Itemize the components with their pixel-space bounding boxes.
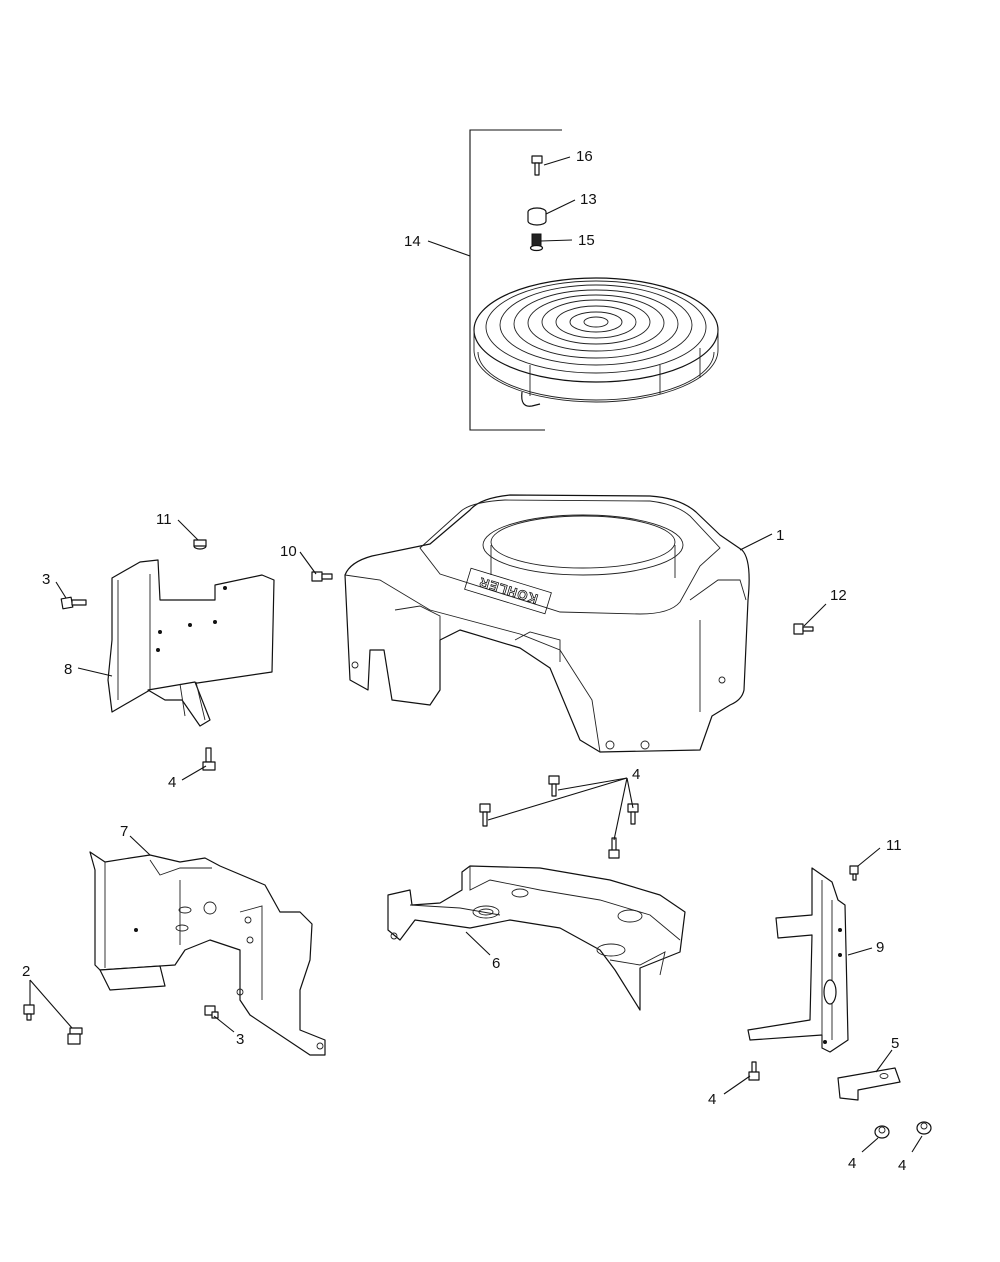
callout-4-lower-a: 4 bbox=[708, 1091, 716, 1108]
screw-4-center-d bbox=[608, 837, 620, 859]
grass-screen bbox=[473, 277, 719, 407]
part-1-blower-housing: KOHLER bbox=[344, 494, 750, 753]
callout-4-center: 4 bbox=[632, 766, 640, 783]
part-6-bottom-shroud bbox=[387, 865, 686, 1011]
screw-4-center-c bbox=[479, 803, 491, 827]
callout-4-left: 4 bbox=[168, 774, 176, 791]
nut-11-upper bbox=[193, 539, 207, 550]
screw-3-upper bbox=[60, 596, 87, 610]
callout-3-lower: 3 bbox=[236, 1031, 244, 1048]
callout-14: 14 bbox=[404, 233, 421, 250]
callout-4-lower-c: 4 bbox=[898, 1157, 906, 1174]
part-13-spacer bbox=[527, 207, 547, 226]
screw-10 bbox=[311, 571, 333, 582]
callout-6: 6 bbox=[492, 955, 500, 972]
screen-kit-group bbox=[469, 129, 719, 431]
callout-5: 5 bbox=[891, 1035, 899, 1052]
screw-12 bbox=[793, 623, 814, 635]
callout-9: 9 bbox=[876, 939, 884, 956]
callout-13: 13 bbox=[580, 191, 597, 208]
kit-bracket-line bbox=[469, 129, 562, 431]
part-7-baffle bbox=[89, 851, 326, 1056]
callout-8: 8 bbox=[64, 661, 72, 678]
leader-lines bbox=[29, 156, 923, 1153]
screw-4-lower-a bbox=[748, 1061, 760, 1081]
screw-2-a bbox=[23, 1004, 35, 1021]
screw-4-left bbox=[202, 747, 216, 771]
callout-15: 15 bbox=[578, 232, 595, 249]
callout-12: 12 bbox=[830, 587, 847, 604]
callout-3-upper: 3 bbox=[42, 571, 50, 588]
part-5-clip bbox=[837, 1067, 901, 1101]
callout-labels: 16 13 15 14 1 11 10 3 12 8 4 4 7 11 9 6 … bbox=[22, 148, 906, 1174]
callout-10: 10 bbox=[280, 543, 297, 560]
screw-4-lower-c bbox=[916, 1121, 932, 1135]
part-8-baffle bbox=[107, 559, 275, 727]
screw-3-lower bbox=[204, 1005, 219, 1019]
fasteners bbox=[23, 539, 932, 1139]
screw-4-lower-b bbox=[874, 1125, 890, 1139]
callout-4-lower-b: 4 bbox=[848, 1155, 856, 1172]
callout-11-right: 11 bbox=[886, 837, 902, 854]
callout-11-upper: 11 bbox=[156, 511, 172, 528]
callout-16: 16 bbox=[576, 148, 593, 165]
callout-7: 7 bbox=[120, 823, 128, 840]
part-16-screw bbox=[531, 155, 543, 176]
part-15-nut bbox=[529, 233, 544, 252]
screw-4-center-a bbox=[548, 775, 560, 797]
screw-11-right bbox=[849, 865, 859, 881]
callout-1: 1 bbox=[776, 527, 784, 544]
part-9-bracket bbox=[747, 867, 849, 1053]
screw-2-b bbox=[67, 1027, 83, 1045]
callout-2: 2 bbox=[22, 963, 30, 980]
